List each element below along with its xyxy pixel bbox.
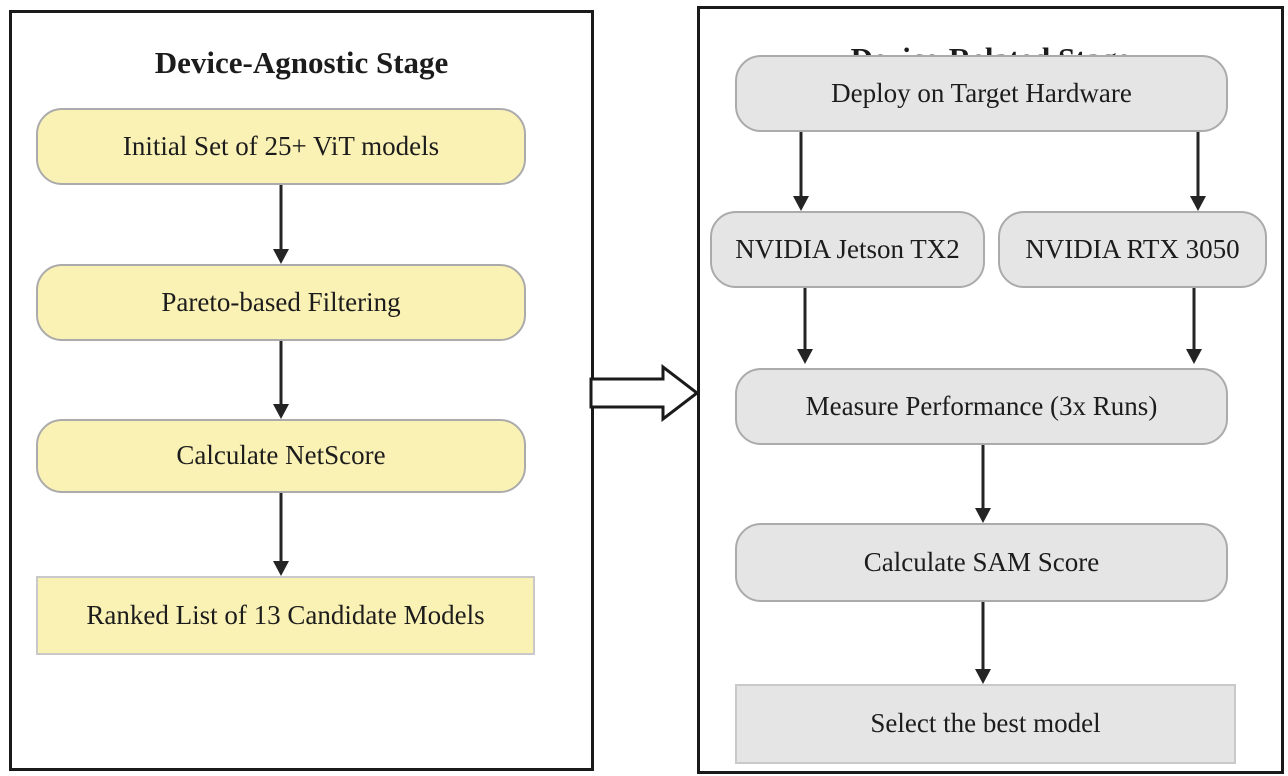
node-calculate-netscore: Calculate NetScore bbox=[36, 419, 526, 493]
node-initial-set: Initial Set of 25+ ViT models bbox=[36, 108, 526, 185]
down-arrow-icon bbox=[1188, 132, 1208, 211]
arrow-shaft bbox=[279, 341, 283, 406]
down-arrow-icon bbox=[271, 185, 291, 264]
arrow-shaft bbox=[981, 602, 985, 671]
device-related-panel: Device-Related Stage Deploy on Target Ha… bbox=[697, 6, 1284, 774]
arrow-shaft bbox=[1192, 288, 1196, 351]
down-arrow-icon bbox=[791, 132, 811, 211]
down-arrow-icon bbox=[271, 493, 291, 576]
arrow-head bbox=[797, 349, 813, 364]
arrow-head bbox=[1190, 196, 1206, 211]
arrow-shaft bbox=[981, 445, 985, 510]
arrow-shaft bbox=[279, 185, 283, 251]
node-calculate-sam-score: Calculate SAM Score bbox=[735, 523, 1228, 602]
node-pareto-filtering: Pareto-based Filtering bbox=[36, 264, 526, 341]
node-measure-performance: Measure Performance (3x Runs) bbox=[735, 368, 1228, 445]
stage-connector-arrow-icon bbox=[589, 364, 700, 422]
arrow-shaft bbox=[1196, 132, 1200, 198]
arrow-shaft bbox=[803, 288, 807, 351]
arrow-shaft bbox=[799, 132, 803, 198]
node-select-best-model: Select the best model bbox=[735, 684, 1236, 764]
down-arrow-icon bbox=[271, 341, 291, 419]
arrow-head bbox=[1186, 349, 1202, 364]
arrow-shaft bbox=[279, 493, 283, 563]
node-ranked-list: Ranked List of 13 Candidate Models bbox=[36, 576, 535, 655]
node-rtx-3050: NVIDIA RTX 3050 bbox=[998, 211, 1267, 288]
arrow-head bbox=[975, 669, 991, 684]
arrow-head bbox=[273, 249, 289, 264]
down-arrow-icon bbox=[973, 445, 993, 523]
arrow-head bbox=[273, 561, 289, 576]
arrow-head bbox=[975, 508, 991, 523]
device-agnostic-panel: Device-Agnostic Stage Initial Set of 25+… bbox=[9, 10, 594, 771]
node-deploy-hardware: Deploy on Target Hardware bbox=[735, 55, 1228, 132]
device-agnostic-panel-title: Device-Agnostic Stage bbox=[154, 44, 449, 80]
node-jetson-tx2: NVIDIA Jetson TX2 bbox=[710, 211, 985, 288]
down-arrow-icon bbox=[795, 288, 815, 364]
down-arrow-icon bbox=[1184, 288, 1204, 364]
arrow-head bbox=[793, 196, 809, 211]
down-arrow-icon bbox=[973, 602, 993, 684]
arrow-head bbox=[273, 404, 289, 419]
